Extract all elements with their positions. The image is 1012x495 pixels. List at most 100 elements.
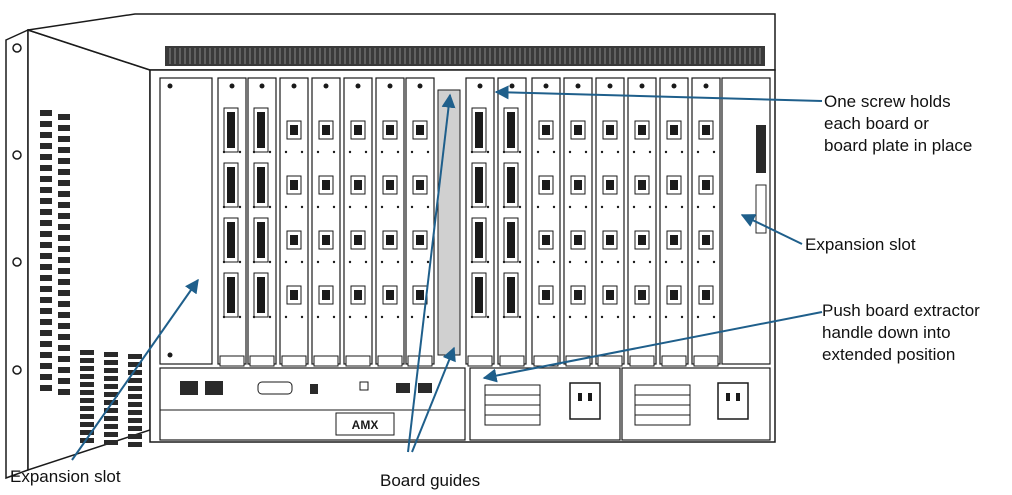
extractor-handles xyxy=(219,355,719,367)
vent-slot xyxy=(128,442,142,447)
vent-slot xyxy=(40,121,52,127)
vent-slot xyxy=(40,264,52,270)
vent-slot xyxy=(58,169,70,175)
vent-slot xyxy=(104,352,118,357)
expansion-slot-left-cover xyxy=(159,77,213,365)
board-screw xyxy=(639,83,645,89)
vent-slot xyxy=(40,385,52,391)
vent-slot xyxy=(128,418,142,423)
board-card xyxy=(247,77,277,365)
extractor-handle xyxy=(281,355,307,367)
vent-slot xyxy=(40,209,52,215)
callout-arrows xyxy=(71,85,823,461)
extractor-handle xyxy=(407,355,433,367)
board-card xyxy=(595,77,625,365)
power-inlet xyxy=(569,382,601,420)
board-card xyxy=(217,77,247,365)
vent-slot xyxy=(40,374,52,380)
vent-slot xyxy=(128,402,142,407)
board-card xyxy=(659,77,689,365)
brand-logo: AMX xyxy=(352,418,379,432)
top-vents xyxy=(169,48,761,64)
board-card xyxy=(311,77,341,365)
arrow-extractor xyxy=(482,311,823,383)
vent-slot xyxy=(40,143,52,149)
board-card xyxy=(563,77,593,365)
vent-slot xyxy=(80,406,94,411)
extractor-handle xyxy=(693,355,719,367)
ethernet-port xyxy=(180,381,198,395)
board-screw xyxy=(387,83,393,89)
vent-slot xyxy=(40,132,52,138)
vent-slot xyxy=(104,368,118,373)
board-card xyxy=(375,77,405,365)
vent-slot xyxy=(128,410,142,415)
callout-expansion-right: Expansion slot xyxy=(805,235,916,254)
top-panel xyxy=(27,13,776,71)
vent-slot xyxy=(58,323,70,329)
extractor-handle xyxy=(597,355,623,367)
ethernet-port xyxy=(205,381,223,395)
vent-slot xyxy=(128,394,142,399)
vent-slot xyxy=(40,220,52,226)
extractor-handle xyxy=(249,355,275,367)
logo-plate xyxy=(335,412,395,436)
board-screw xyxy=(575,83,581,89)
vent-slot xyxy=(104,376,118,381)
board-card xyxy=(531,77,561,365)
vent-slot xyxy=(58,334,70,340)
board-screw xyxy=(671,83,677,89)
arrow-screw-board xyxy=(494,85,823,102)
power-inlet xyxy=(717,382,749,420)
board-card xyxy=(405,77,435,365)
vent-slot xyxy=(128,426,142,431)
vent-slot xyxy=(80,366,94,371)
vent-slot xyxy=(104,440,118,445)
vent-slot xyxy=(58,158,70,164)
board-screw xyxy=(355,83,361,89)
vent-slot xyxy=(128,434,142,439)
port xyxy=(418,383,432,393)
vent-slot xyxy=(58,301,70,307)
vent-slot xyxy=(40,154,52,160)
vent-slot xyxy=(80,430,94,435)
vent-slot xyxy=(40,352,52,358)
callout-extractor: Push board extractor handle down into ex… xyxy=(822,301,980,364)
board-card xyxy=(465,77,495,365)
vent-slot xyxy=(58,235,70,241)
usb-port xyxy=(310,384,318,394)
vent-slot xyxy=(58,114,70,120)
board-screw xyxy=(509,83,515,89)
extractor-handle xyxy=(629,355,655,367)
vent-slot xyxy=(104,384,118,389)
control-panel: AMX xyxy=(159,367,466,441)
vent-slot xyxy=(58,202,70,208)
vent-slot xyxy=(58,356,70,362)
board-screw xyxy=(607,83,613,89)
arrow-board-guide-1 xyxy=(407,93,456,453)
side-vents xyxy=(40,110,142,447)
extractor-handle xyxy=(533,355,559,367)
callout-expansion-left: Expansion slot xyxy=(10,467,121,486)
expansion-slot-right-cover xyxy=(721,77,771,365)
vent-slot xyxy=(40,242,52,248)
vent-slot xyxy=(128,370,142,375)
vent-slot xyxy=(40,297,52,303)
vent-slot xyxy=(104,416,118,421)
board-screw xyxy=(229,83,235,89)
vent-slot xyxy=(40,341,52,347)
vent-slot xyxy=(58,125,70,131)
arrow-expansion-left xyxy=(71,278,199,461)
vent-slot xyxy=(58,213,70,219)
vent-slot xyxy=(58,136,70,142)
vent-slot xyxy=(58,268,70,274)
extractor-handle xyxy=(313,355,339,367)
side-panel xyxy=(27,28,151,472)
extractor-handle xyxy=(377,355,403,367)
extractor-handle xyxy=(499,355,525,367)
board-screw xyxy=(291,83,297,89)
vent-slot xyxy=(80,382,94,387)
board-cards xyxy=(217,77,721,365)
vent-slot xyxy=(80,390,94,395)
